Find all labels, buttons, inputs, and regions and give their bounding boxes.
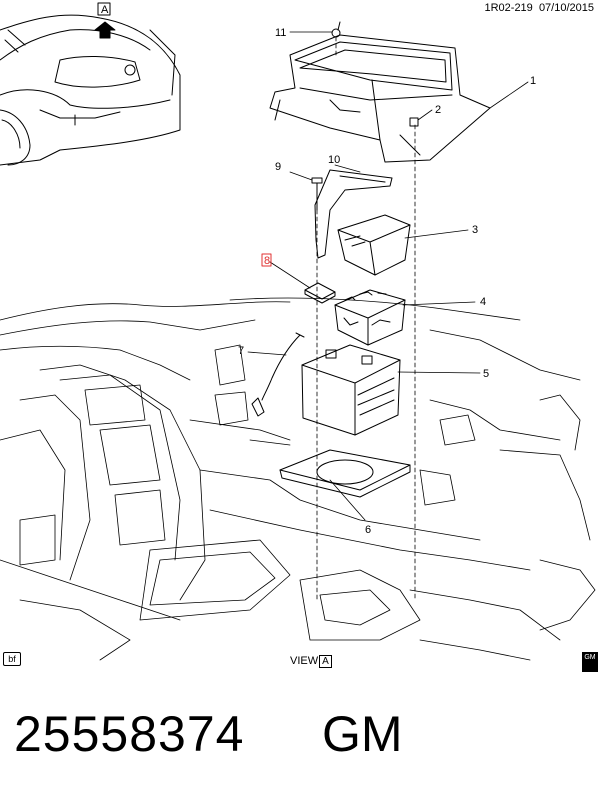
bf-badge: bf [3, 652, 21, 666]
view-letter-box: A [319, 655, 332, 668]
diagram-header: 1R02-219 07/10/2015 [484, 2, 594, 14]
battery-tray [279, 449, 411, 498]
battery-cover [269, 34, 491, 163]
battery [301, 344, 401, 436]
gm-logo: GM [582, 652, 598, 672]
diagram-date: 07/10/2015 [538, 2, 594, 14]
callout-6: 6 [365, 524, 371, 536]
assembly-guide-lines [316, 36, 416, 601]
callout-leaders [247, 31, 529, 521]
callout-8: 8 [264, 255, 270, 267]
view-marker: A [97, 2, 111, 16]
callout-2: 2 [435, 104, 441, 116]
vehicle-floor-structure [0, 297, 596, 661]
fuse-cover [337, 214, 411, 276]
callout-10: 10 [328, 154, 340, 166]
clip-11 [331, 21, 341, 38]
bolt-9 [311, 177, 323, 211]
callout-3: 3 [472, 224, 478, 236]
exploded-parts-diagram: A [0, 2, 596, 661]
part-brand: GM [322, 706, 403, 762]
nut-2 [409, 117, 419, 127]
part-number: 25558374 [14, 706, 245, 762]
callout-7: 7 [238, 345, 244, 357]
callout-11: 11 [275, 27, 286, 39]
callout-labels: 11 1 2 3 4 5 6 7 8 9 10 [238, 27, 536, 536]
callout-8-highlight [261, 253, 272, 267]
car-rear-inset [0, 14, 181, 166]
bracket-8 [304, 282, 336, 304]
fuse-block [334, 289, 406, 346]
cable-7 [251, 332, 305, 417]
callout-9: 9 [275, 161, 281, 173]
view-label-text: VIEW [290, 655, 319, 667]
ref-code: 1R02-219 [484, 2, 533, 14]
callout-4: 4 [480, 296, 486, 308]
svg-text:A: A [101, 4, 109, 16]
hold-down-strap [314, 169, 393, 259]
callout-1: 1 [530, 75, 536, 87]
callout-5: 5 [483, 368, 489, 380]
